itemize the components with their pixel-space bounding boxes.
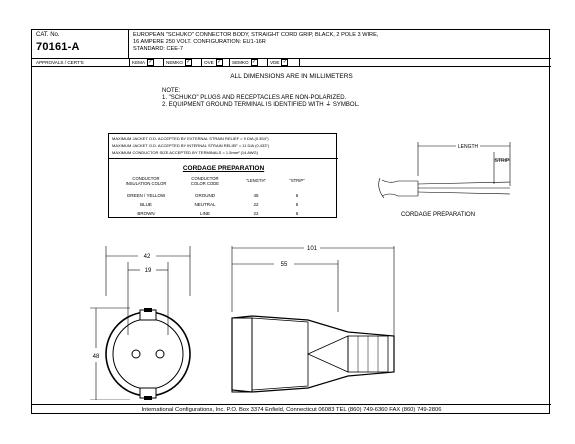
- description-cell: EUROPEAN "SCHUKO" CONNECTOR BODY, STRAIG…: [129, 30, 551, 59]
- grip-ribs: [357, 336, 379, 372]
- approval-name: NEMKO: [166, 60, 183, 65]
- conductor-wire: [417, 191, 511, 195]
- table-cell: BLUE: [140, 202, 152, 207]
- side-view-drawing: 101 55: [231, 246, 395, 393]
- approval-name: KEMA: [132, 60, 146, 65]
- divider: [109, 158, 338, 159]
- approval-kema: KEMA✓: [129, 59, 155, 67]
- dimension-height-label: 48: [93, 354, 100, 360]
- catalog-label: CAT. No.: [36, 32, 60, 38]
- body-section: [251, 317, 309, 391]
- ground-clip-tab: [144, 396, 152, 400]
- table-cell: 6: [295, 193, 299, 198]
- notes-block: NOTE: 1. "SCHUKO" PLUGS AND RECEPTACLES …: [162, 88, 360, 109]
- approval-ove: OVE✓: [201, 59, 223, 67]
- connector-body-outline: [231, 315, 395, 393]
- dimension-pins-label: 19: [145, 268, 152, 274]
- dimension-width-label: 42: [144, 254, 151, 260]
- approval-spacer: [299, 59, 551, 67]
- cord-break: [378, 177, 385, 199]
- column-header: CONDUCTOR INSULATION COLOR: [125, 176, 167, 186]
- catalog-number: 70161-A: [36, 41, 80, 53]
- column-header: CONDUCTOR COLOR CODE: [190, 176, 220, 186]
- footer: International Configurations, Inc. P.O. …: [32, 404, 551, 415]
- table-cell: GROUND: [195, 193, 215, 198]
- connector-recess: [112, 318, 184, 390]
- table-cell: 22: [253, 211, 259, 216]
- check-icon: ✓: [250, 59, 258, 67]
- description-line: STANDARD: CEE-7: [133, 46, 183, 52]
- drawing-sheet: CAT. No. 70161-A EUROPEAN "SCHUKO" CONNE…: [31, 29, 551, 415]
- table-cell: GREEN / YELLOW: [126, 193, 166, 198]
- approval-name: VDE: [270, 60, 280, 65]
- approval-name: SEMKO: [232, 60, 249, 65]
- approval-vde: VDE✓: [267, 59, 289, 67]
- pin-socket-left: [131, 349, 141, 359]
- catalog-cell: CAT. No. 70161-A: [32, 30, 129, 59]
- approvals-row: APPROVALS / CERT'S KEMA✓ NEMKO✓ OVE✓ SEM…: [32, 59, 551, 67]
- table-cell: NEUTRAL: [194, 202, 216, 207]
- strip-label: STRIP: [495, 158, 510, 164]
- dimension-note: ALL DIMENSIONS ARE IN MILLIMETERS: [230, 73, 353, 80]
- note-line: 1. "SCHUKO" PLUGS AND RECEPTACLES ARE NO…: [162, 95, 347, 101]
- dimension-body-label: 55: [281, 262, 288, 268]
- column-header: "STRIP": [289, 178, 305, 183]
- dimension-total-label: 101: [307, 246, 318, 252]
- check-icon: ✓: [147, 59, 155, 67]
- note-title: NOTE:: [162, 88, 181, 94]
- column-header: "LENGTH": [246, 178, 266, 183]
- cordage-caption: CORDAGE PREPARATION: [401, 212, 475, 218]
- pin-socket-right: [155, 349, 165, 359]
- note-line: 2. EQUIPMENT GROUND TERMINAL IS IDENTIFI…: [162, 102, 360, 108]
- table-cell: LINE: [199, 211, 210, 216]
- cordage-diagram: LENGTH STRIP CORDAGE PREPARATION: [378, 142, 511, 218]
- spec-line: MAXIMUM CONDUCTOR SIZE ACCEPTED BY TERMI…: [112, 150, 258, 155]
- check-icon: ✓: [281, 59, 289, 67]
- table-cell: 22: [253, 202, 259, 207]
- table-cell: 6: [295, 202, 299, 207]
- approval-name: OVE: [204, 60, 214, 65]
- approval-nemko: NEMKO✓: [163, 59, 192, 67]
- spec-line: MAXIMUM JACKET O.D. ACCEPTED BY EXTERNAL…: [112, 136, 269, 141]
- check-icon: ✓: [215, 59, 223, 67]
- front-view-drawing: 42 19 48: [90, 246, 191, 400]
- length-label: LENGTH: [458, 144, 479, 150]
- spec-line: MAXIMUM JACKET O.D. ACCEPTED BY INTERNAL…: [112, 143, 270, 148]
- table-cell: 45: [253, 193, 259, 198]
- table-cell: BROWN: [137, 211, 155, 216]
- approvals-label: APPROVALS / CERT'S: [36, 60, 84, 65]
- approval-semko: SEMKO✓: [229, 59, 258, 67]
- connector-outer-rim: [105, 311, 191, 397]
- cordage-table-title: CORDAGE PREPARATION: [182, 165, 265, 172]
- cord-jacket: [381, 179, 418, 197]
- description-line: 16 AMPERE 250 VOLT. CONFIGURATION: EU1-1…: [133, 39, 266, 45]
- cordage-spec-box: MAXIMUM JACKET O.D. ACCEPTED BY EXTERNAL…: [108, 133, 338, 218]
- description-line: EUROPEAN "SCHUKO" CONNECTOR BODY, STRAIG…: [133, 32, 379, 38]
- check-icon: ✓: [184, 59, 192, 67]
- conductor-wire: [417, 181, 511, 185]
- ground-clip-tab: [144, 308, 152, 312]
- table-cell: 6: [295, 211, 299, 216]
